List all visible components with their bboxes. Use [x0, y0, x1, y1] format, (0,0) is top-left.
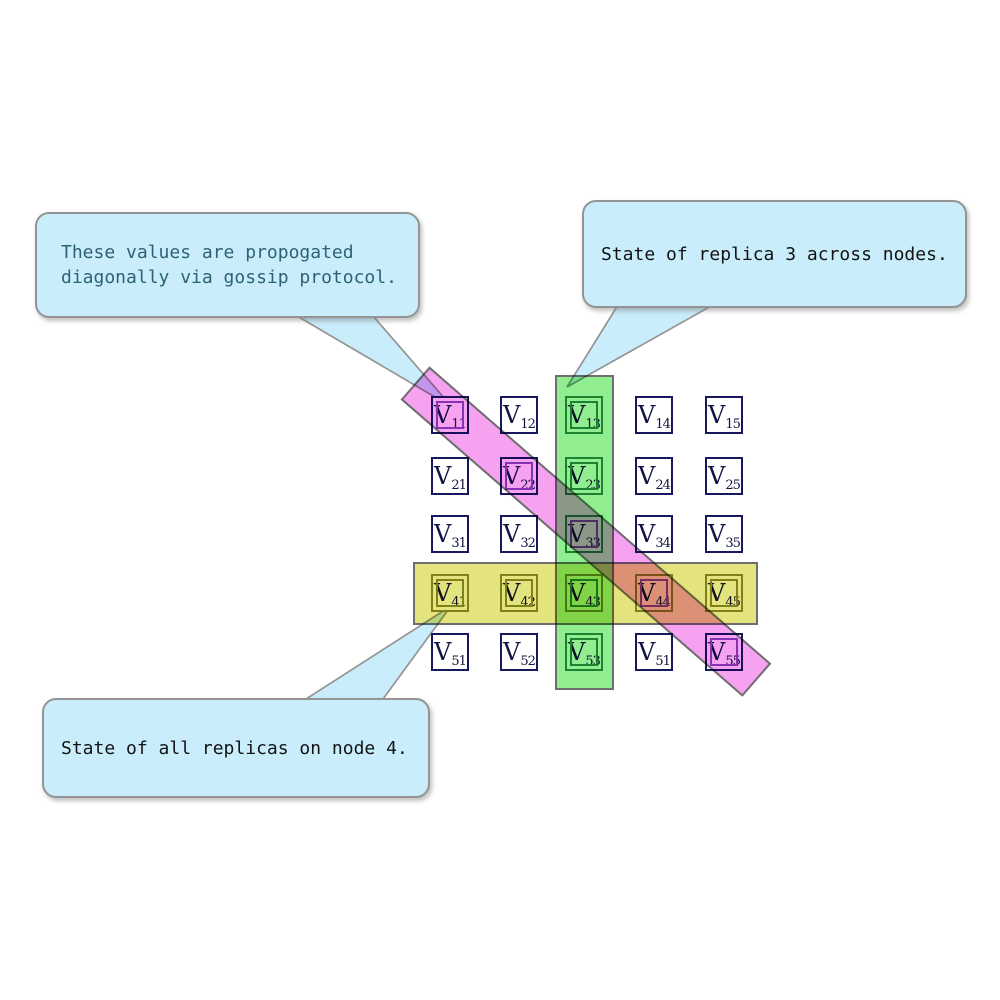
node-callout: State of all replicas on node 4. — [42, 698, 430, 798]
cell-label: V31 — [434, 520, 467, 551]
cell-label: V34 — [638, 520, 671, 551]
cell-label: V24 — [638, 462, 671, 493]
cell-label: V21 — [434, 462, 467, 493]
node-callout-text: State of all replicas on node 4. — [61, 737, 408, 759]
replica-callout: State of replica 3 across nodes. — [582, 200, 967, 308]
matrix-cell-v32: V32 — [500, 515, 538, 553]
gossip-callout: These values are propogated diagonally v… — [35, 212, 420, 318]
cell-label: V51 — [638, 638, 671, 669]
gossip-callout-line1: These values are propogated — [61, 242, 354, 263]
matrix-cell-v24: V24 — [635, 457, 673, 495]
cell-label: V51 — [434, 638, 467, 669]
matrix-cell-v34: V34 — [635, 515, 673, 553]
cell-label: V14 — [638, 401, 671, 432]
cell-label: V15 — [708, 401, 741, 432]
matrix-cell-v12: V12 — [500, 396, 538, 434]
cell-label: V25 — [708, 462, 741, 493]
gossip-callout-line2: diagonally via gossip protocol. — [61, 267, 397, 288]
matrix-cell-v14: V14 — [635, 396, 673, 434]
matrix-cell-v31: V31 — [431, 515, 469, 553]
cell-label: V35 — [708, 520, 741, 551]
cell-label: V52 — [503, 638, 536, 669]
replica-callout-text: State of replica 3 across nodes. — [601, 243, 948, 265]
matrix-cell-v51: V51 — [431, 633, 469, 671]
matrix-cell-v35: V35 — [705, 515, 743, 553]
cell-label: V12 — [503, 401, 536, 432]
matrix-cell-v25: V25 — [705, 457, 743, 495]
matrix-cell-v21: V21 — [431, 457, 469, 495]
matrix-cell-v52: V52 — [500, 633, 538, 671]
matrix-cell-v54: V51 — [635, 633, 673, 671]
matrix-cell-v15: V15 — [705, 396, 743, 434]
cell-label: V32 — [503, 520, 536, 551]
